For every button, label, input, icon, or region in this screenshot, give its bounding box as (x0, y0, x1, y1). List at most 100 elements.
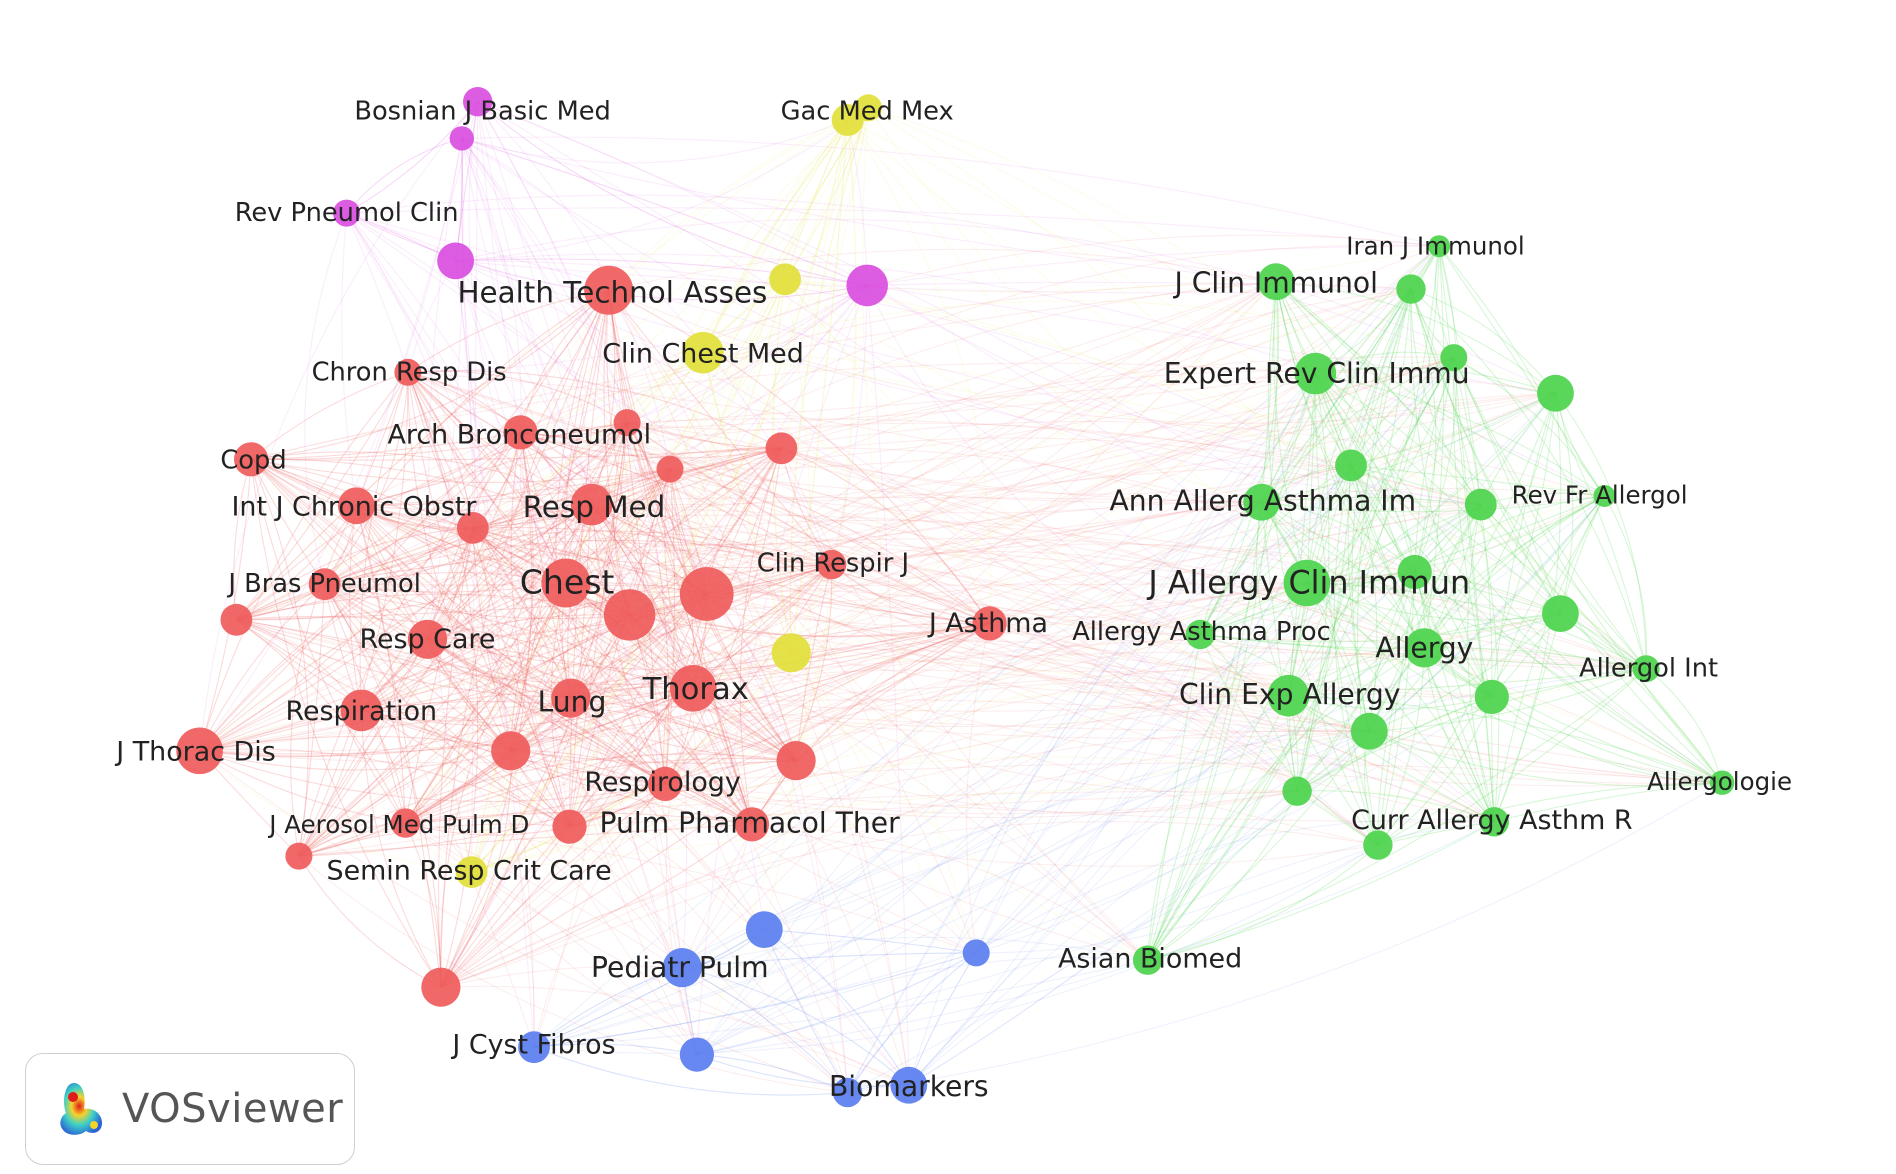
network-link (455, 260, 535, 1048)
journal-node-chest[interactable] (541, 558, 591, 608)
journal-node-yellow-center[interactable] (771, 633, 811, 673)
journal-node-green-a[interactable] (1396, 274, 1426, 304)
journal-node-rev-fr-allergol[interactable] (1593, 485, 1616, 507)
network-link (355, 505, 406, 824)
network-link (751, 622, 990, 825)
network-link (427, 638, 797, 762)
network-link (1147, 281, 1278, 961)
network-link (1275, 281, 1647, 670)
network-link (608, 290, 666, 784)
journal-node-clin-respir-j[interactable] (816, 549, 847, 580)
journal-node-green-g[interactable] (1542, 595, 1579, 632)
journal-node-clin-chest-med[interactable] (682, 331, 724, 374)
journal-node-j-clin-immunol[interactable] (1257, 263, 1295, 301)
journal-node-allergy-asthma-proc[interactable] (1185, 619, 1216, 650)
journal-node-j-aerosol[interactable] (390, 808, 421, 838)
network-link (455, 260, 753, 825)
network-link (975, 288, 1412, 954)
journal-node-chron-resp-dis[interactable] (394, 358, 422, 386)
network-link (405, 687, 694, 824)
journal-node-resp-med[interactable] (570, 483, 613, 526)
journal-node-green-e[interactable] (1464, 488, 1497, 521)
network-link (407, 370, 782, 449)
journal-node-red-c[interactable] (765, 432, 798, 465)
journal-node-int-j-copd[interactable] (338, 487, 375, 525)
journal-node-blue-c[interactable] (679, 1037, 715, 1072)
network-link (298, 783, 666, 857)
journal-node-arch-bronconeumol[interactable] (503, 415, 538, 450)
network-link (751, 582, 1307, 825)
network-link (533, 495, 1605, 1048)
journal-node-purple-left[interactable] (437, 242, 474, 280)
network-link (520, 431, 782, 459)
journal-node-allergol-int[interactable] (1632, 655, 1660, 683)
journal-node-red-d[interactable] (456, 512, 489, 544)
journal-node-red-i[interactable] (285, 842, 313, 870)
journal-node-iran-j-immunol[interactable] (1428, 235, 1451, 258)
journal-node-red-j[interactable] (421, 967, 461, 1007)
journal-node-pulm-pharmacol[interactable] (552, 809, 587, 844)
network-link (1288, 695, 1492, 710)
network-link (1555, 392, 1647, 669)
journal-node-red-big1[interactable] (603, 589, 656, 641)
network-link (510, 571, 1415, 752)
journal-node-allergologie[interactable] (1709, 770, 1735, 795)
journal-node-health-technol[interactable] (584, 265, 634, 315)
journal-node-red-b[interactable] (656, 455, 684, 483)
journal-node-j-bras-pneumol[interactable] (308, 568, 341, 601)
journal-node-pediatr-pulm[interactable] (662, 948, 702, 988)
journal-node-green-d[interactable] (1335, 449, 1367, 482)
journal-node-green-c[interactable] (1537, 374, 1574, 412)
journal-node-semin-resp[interactable] (455, 856, 488, 888)
journal-node-green-k[interactable] (1363, 830, 1393, 860)
network-link (751, 730, 1370, 825)
journal-node-blue-d[interactable] (832, 1077, 863, 1108)
network-link (565, 373, 1316, 584)
network-link (355, 505, 572, 699)
journal-node-rev-pneumol-clin[interactable] (333, 199, 361, 227)
journal-node-green-i[interactable] (1350, 712, 1388, 750)
journal-node-j-allergy-clin[interactable] (1283, 559, 1331, 607)
journal-node-bosnian-b[interactable] (449, 126, 474, 151)
journal-node-green-b[interactable] (1440, 344, 1468, 372)
journal-node-allergy[interactable] (1404, 628, 1444, 668)
journal-node-copd[interactable] (234, 442, 269, 477)
journal-node-curr-allergy[interactable] (1479, 807, 1510, 837)
journal-node-red-e[interactable] (220, 603, 253, 636)
journal-node-blue-b[interactable] (962, 939, 990, 967)
journal-node-green-j[interactable] (1282, 776, 1312, 806)
journal-node-yellow-a[interactable] (769, 263, 801, 296)
journal-node-green-f[interactable] (1397, 554, 1432, 590)
network-link (236, 619, 406, 824)
journal-node-respiration[interactable] (340, 689, 383, 732)
journal-node-blue-a[interactable] (745, 911, 783, 948)
journal-node-bosnian[interactable] (463, 87, 493, 117)
journal-node-respirology[interactable] (648, 766, 683, 802)
journal-node-expert-rev[interactable] (1294, 352, 1337, 395)
journal-node-purple-hub[interactable] (846, 264, 888, 307)
network-link (361, 647, 1425, 711)
journal-node-ann-allerg[interactable] (1243, 483, 1280, 521)
network-link (681, 623, 991, 969)
journal-node-j-thorac-dis[interactable] (176, 727, 223, 775)
journal-node-gac-med-mex[interactable] (831, 104, 864, 136)
journal-node-j-cyst-fibros[interactable] (518, 1031, 550, 1064)
journal-node-clin-exp-allergy[interactable] (1267, 674, 1310, 717)
journal-node-resp-care[interactable] (407, 619, 448, 659)
network-link (1287, 695, 1379, 846)
journal-node-red-big2[interactable] (679, 567, 734, 621)
journal-node-red-h[interactable] (734, 807, 770, 842)
journal-node-red-a[interactable] (613, 409, 641, 437)
network-link (1306, 582, 1561, 621)
network-link (236, 619, 990, 685)
journal-node-j-asthma[interactable] (972, 606, 1007, 641)
journal-node-lung[interactable] (551, 678, 591, 718)
network-link (199, 750, 848, 1094)
journal-node-green-h[interactable] (1474, 679, 1509, 715)
journal-node-asian-biomed[interactable] (1132, 945, 1163, 975)
network-link (356, 505, 753, 825)
journal-node-thorax[interactable] (669, 665, 717, 712)
journal-node-red-f[interactable] (491, 731, 531, 771)
journal-node-biomarkers[interactable] (890, 1066, 928, 1104)
journal-node-red-g[interactable] (776, 741, 816, 781)
